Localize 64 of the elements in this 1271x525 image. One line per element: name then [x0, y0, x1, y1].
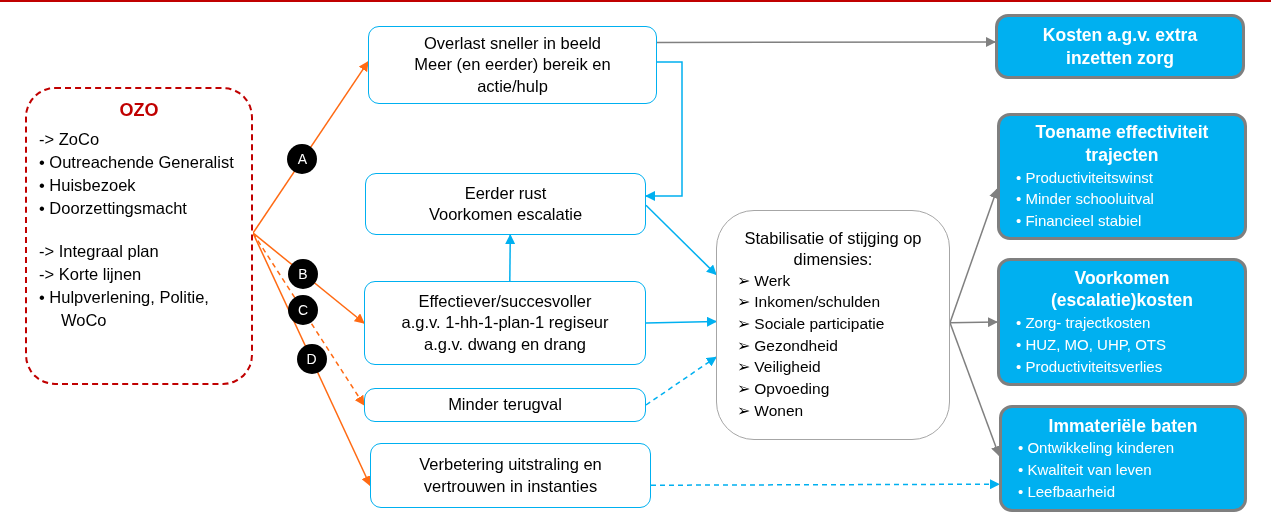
box-text: a.g.v. dwang en drang [422, 333, 588, 355]
box-text: Minder terugval [447, 394, 563, 416]
box-text: Verbetering uitstraling en vertrouwen in instanties [418, 454, 603, 497]
outcome-box [997, 113, 1247, 240]
list-item: • Hulpverlening, Politie, WoCo [39, 287, 210, 332]
list-item: • Huisbezoek [39, 174, 137, 196]
rounded-box [716, 210, 950, 440]
box-heading: Toename effectiviteit trajecten [1034, 121, 1210, 167]
outcome-box [997, 258, 1247, 386]
arrow [645, 204, 717, 276]
list-item: ➢ Opvoeding [737, 379, 831, 400]
list-item: • Financieel stabiel [1015, 211, 1143, 232]
edge-label: C [287, 295, 318, 326]
arrow [650, 479, 1000, 490]
edge-label: D [296, 344, 327, 375]
list-item: -> Integraal plan [39, 240, 160, 262]
arrow [645, 356, 717, 406]
arrow [252, 232, 365, 406]
list-item: • Kwaliteit van leven [1017, 460, 1153, 480]
list-item: ➢ Veiligheid [737, 357, 822, 378]
box-heading: OZO [118, 99, 160, 122]
process-box [365, 173, 646, 235]
arrow [949, 317, 998, 328]
arrow [949, 321, 1001, 457]
list-item: • Leefbaarheid [1017, 481, 1116, 502]
box-heading: Stabilisatie of stijging op dimensies: [743, 228, 923, 270]
list-item: • Outreachende Generalist [39, 151, 235, 173]
list-item: ➢ Inkomen/schulden [737, 292, 882, 313]
list-item: • Productiviteitswinst [1015, 167, 1154, 188]
box-text: Overlast sneller in beeld [423, 32, 602, 54]
list-item: ➢ Wonen [737, 400, 805, 421]
box-text: Effectiever/succesvoller [417, 290, 593, 312]
box-text: Voorkomen escalatie [427, 204, 584, 225]
list-item: • Doorzettingsmacht [39, 197, 188, 219]
process-box [370, 443, 651, 508]
list-item: ➢ Sociale participatie [737, 314, 886, 335]
arrow [645, 61, 683, 201]
box-text: a.g.v. 1-hh-1-plan-1 regiseur [400, 312, 610, 334]
list-item: • Zorg- trajectkosten [1015, 313, 1152, 334]
process-box [364, 388, 646, 422]
list-item: • Ontwikkeling kinderen [1017, 438, 1176, 459]
list-item: ➢ Werk [737, 270, 792, 291]
box-heading: Kosten a.g.v. extra inzetten zorg [1041, 23, 1199, 70]
box-heading: Voorkomen (escalatie)kosten [1050, 266, 1194, 313]
arrow [949, 188, 999, 324]
arrow [505, 234, 516, 282]
edge-label: A [287, 144, 318, 175]
edge-label: B [287, 258, 318, 289]
outcome-box [995, 14, 1245, 79]
box-text: Meer (en eerder) bereik en actie/hulp [413, 54, 612, 97]
arrow [645, 316, 717, 327]
list-item: • Minder schooluitval [1015, 189, 1155, 210]
process-box [364, 281, 646, 365]
box-heading: Immateriële baten [1047, 414, 1199, 438]
box-text: Eerder rust [463, 182, 548, 204]
dashed-box [25, 87, 253, 385]
list-item: -> ZoCo [39, 128, 101, 150]
arrow [656, 36, 996, 47]
list-item: • HUZ, MO, UHP, OTS [1015, 334, 1167, 355]
outcome-box [999, 405, 1247, 512]
list-item: -> Korte lijnen [39, 263, 143, 285]
process-box [368, 26, 657, 104]
list-item: • Productiviteitsverlies [1015, 356, 1164, 377]
list-item: ➢ Gezondheid [737, 335, 839, 356]
